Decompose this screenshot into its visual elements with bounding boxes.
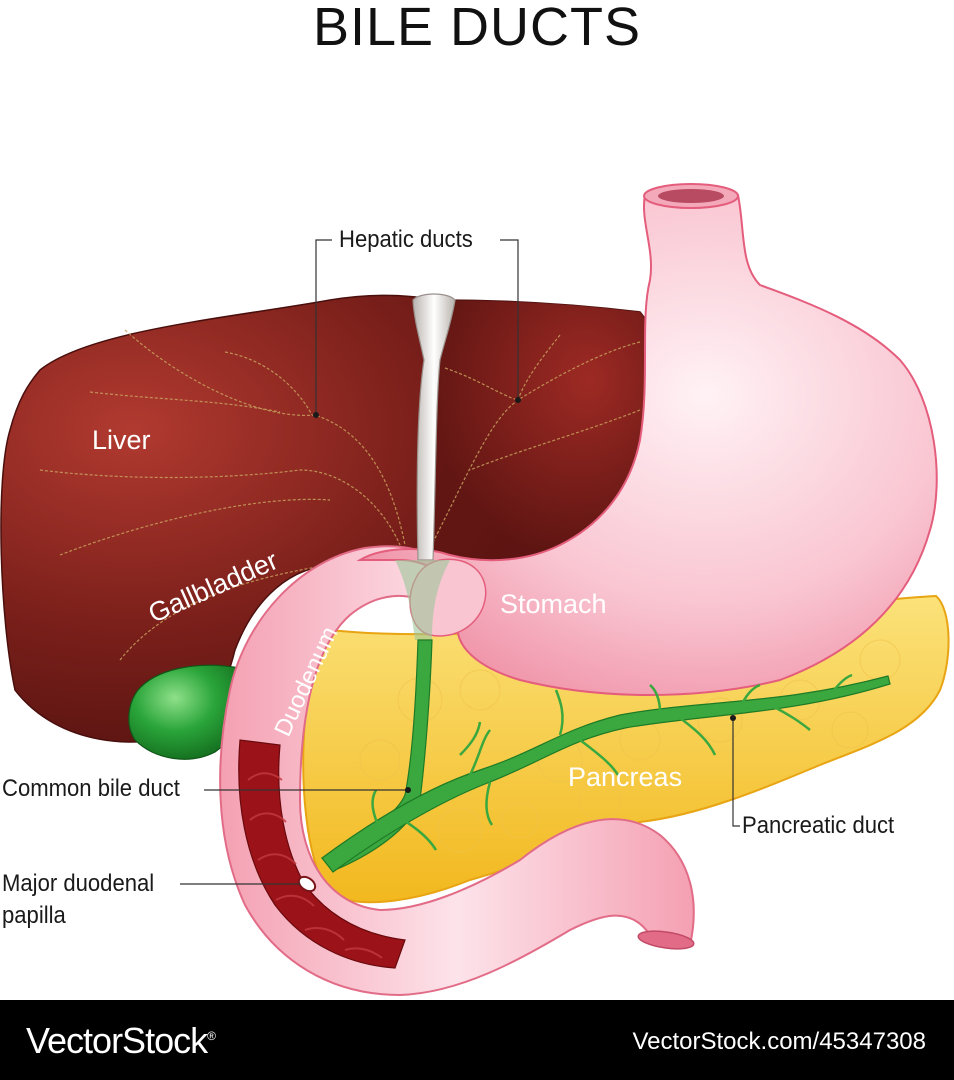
hepatic-ducts-leader-right — [500, 239, 519, 400]
duodenum-interior — [238, 739, 406, 969]
label-pancreas: Pancreas — [568, 762, 683, 792]
leader-dots — [313, 397, 736, 793]
major-duodenal-papilla — [297, 875, 317, 893]
label-common-bile-duct: Common bile duct — [2, 775, 180, 802]
duodenum — [219, 545, 695, 997]
registered-mark: ® — [207, 1029, 216, 1043]
pancreatic-duct-leader — [732, 718, 740, 827]
duct-junction — [395, 560, 450, 640]
liver-right-lobe-shade — [430, 300, 659, 565]
esophagus-lumen — [658, 189, 724, 203]
logo-text: VectorStock — [26, 1020, 208, 1061]
diagram-title: BILE DUCTS — [312, 0, 642, 57]
vectorstock-logo: VectorStock® — [26, 1020, 216, 1062]
pancreatic-duct-branches — [371, 673, 853, 851]
stomach — [356, 194, 938, 696]
image-id: VectorStock.com/45347308 — [632, 1028, 926, 1055]
label-liver: Liver — [92, 425, 151, 455]
leader-lines — [180, 239, 740, 885]
hepatic-ducts-leader-left — [315, 239, 332, 415]
duodenum-folds — [247, 772, 383, 959]
label-major-duodenal-papilla-line2: papilla — [2, 902, 66, 929]
anatomy-diagram — [0, 183, 950, 997]
label-pancreatic-duct: Pancreatic duct — [742, 812, 895, 839]
footer-bar: VectorStock® VectorStock.com/45347308 — [0, 1000, 954, 1080]
label-hepatic-ducts: Hepatic ducts — [339, 226, 473, 253]
duodenum-opening — [637, 930, 695, 950]
common-hepatic-duct — [412, 293, 456, 561]
label-stomach: Stomach — [500, 589, 607, 619]
label-major-duodenal-papilla-line1: Major duodenal — [2, 870, 155, 897]
